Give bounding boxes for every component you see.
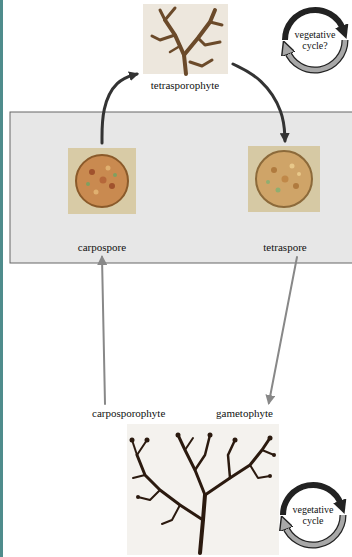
- cycle-arrow: [102, 74, 137, 143]
- stage-name: carposporophyte: [92, 407, 165, 420]
- thallus-branch: [138, 490, 160, 500]
- frond-branch: [170, 46, 180, 52]
- cycle-arrow: [233, 64, 285, 141]
- granule: [266, 180, 270, 184]
- frond-branch: [160, 10, 165, 20]
- stage-name: tetraspore: [263, 241, 306, 254]
- thallus-branch: [133, 475, 145, 478]
- side-strip: [0, 0, 3, 557]
- thallus-branch: [250, 465, 270, 478]
- granule: [276, 188, 281, 193]
- granule: [297, 172, 301, 176]
- cycle-arrows: [283, 485, 343, 545]
- thallus-tip: [272, 453, 276, 457]
- thallus-tip: [145, 438, 150, 443]
- cycle-arrow: [269, 257, 297, 403]
- granule: [293, 183, 299, 189]
- thallus-branch: [200, 495, 205, 553]
- cycle-label: vegetative cycle?: [290, 29, 340, 51]
- granule: [86, 182, 90, 186]
- thallus-tip: [268, 436, 273, 441]
- granule: [290, 164, 295, 169]
- thallus-tip: [268, 474, 272, 478]
- frond-branch: [198, 38, 220, 45]
- frond-branch: [165, 8, 175, 20]
- thallus-branch: [205, 438, 270, 495]
- thallus-tip: [233, 438, 238, 443]
- cell-ground: [248, 146, 320, 212]
- thallus-tip: [130, 438, 135, 443]
- frond-branch: [190, 60, 212, 66]
- granule: [282, 176, 289, 183]
- granule: [271, 167, 277, 173]
- spore-cell: [76, 155, 128, 207]
- frond-branch: [210, 22, 222, 25]
- thallus-tip: [176, 433, 181, 438]
- granule: [100, 177, 107, 184]
- thallus-branch: [162, 505, 180, 524]
- thallus-branch: [185, 438, 193, 450]
- stage-figure: tetraspore: [246, 144, 324, 254]
- thallus-branch: [228, 440, 235, 478]
- connectors: [102, 64, 297, 404]
- cycle-label: vegetative cycle: [288, 504, 338, 526]
- cell-granules: [86, 166, 117, 195]
- granule: [113, 173, 117, 177]
- seaweed-thallus: [132, 435, 274, 553]
- cell-ground: [68, 148, 136, 214]
- stage-name: tetrasporophyte: [151, 79, 219, 92]
- photo-ground: [143, 4, 228, 74]
- frond-branch: [184, 10, 215, 55]
- thallus-branch: [137, 440, 147, 455]
- granule: [109, 183, 115, 189]
- stage-figure: carpospore: [66, 146, 138, 254]
- spore-band: [10, 112, 352, 263]
- stage-tag: carposporophyte: [90, 406, 167, 421]
- thallus-branch: [178, 435, 205, 495]
- photo-ground: [127, 424, 279, 555]
- stage-figure: tetrasporophyte: [140, 4, 230, 92]
- thallus-tips: [130, 433, 277, 500]
- granule: [89, 169, 95, 175]
- frond-branch: [165, 20, 186, 74]
- thallus-branch: [195, 435, 210, 470]
- frond-branch: [152, 35, 175, 40]
- cycle-arrows: [285, 10, 345, 70]
- granule: [94, 190, 99, 195]
- granule: [106, 166, 111, 171]
- cell-granules: [266, 164, 301, 193]
- stage-tag: gametophyte: [214, 406, 275, 421]
- seaweed-frond: [152, 8, 222, 74]
- thallus-tip: [136, 495, 140, 499]
- spore-cell: [256, 151, 312, 207]
- stage-name: gametophyte: [216, 407, 273, 420]
- stage-name: carpospore: [78, 241, 126, 254]
- thallus-tip: [208, 433, 213, 438]
- cycle-arrow: [102, 257, 105, 404]
